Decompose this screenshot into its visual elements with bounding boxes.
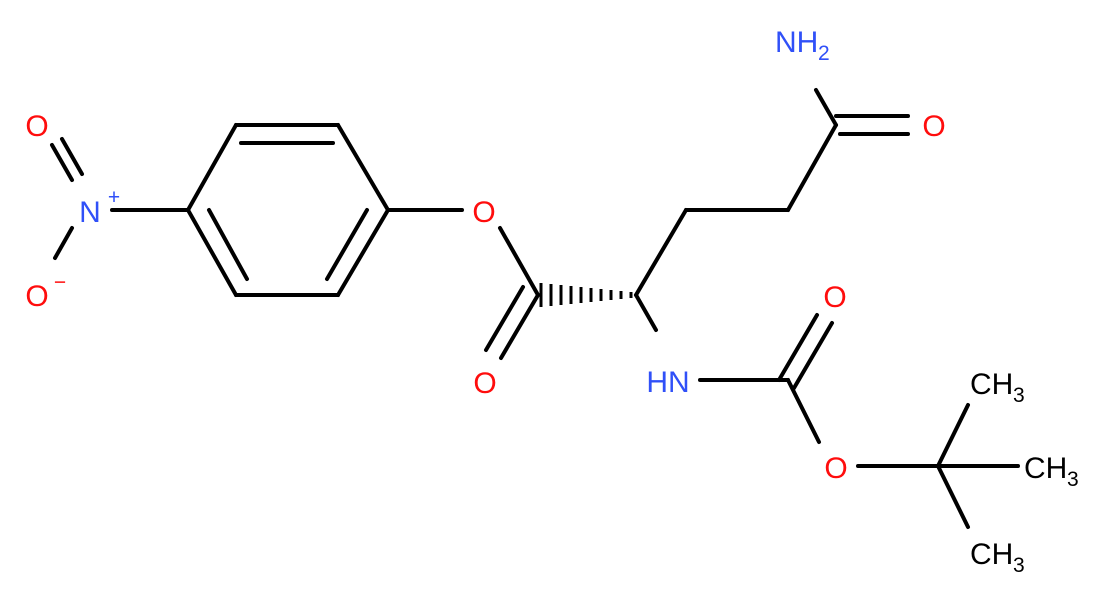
bond-ring-6 (186, 208, 238, 297)
bond-ring-3 (336, 123, 390, 212)
boc-carbonyl-oxygen: O (823, 281, 846, 314)
bond-carbamate-o-double (792, 321, 834, 390)
hashed-wedge-bond (539, 283, 633, 307)
bond-ester-carbonyl (499, 293, 540, 360)
nitro-nitrogen-charge: + (108, 186, 120, 209)
bond-ester-carbonyl-double (484, 285, 525, 352)
amide-nh2-subscript: 2 (818, 42, 830, 65)
ester-carbonyl-oxygen: O (473, 367, 496, 400)
methyl-3-label: CH (970, 538, 1013, 571)
bond-nitro-o-top (50, 143, 74, 182)
bond-ring-6-inner (207, 208, 249, 281)
boc-ether-oxygen: O (824, 452, 847, 485)
bond-nitro-o-minus (53, 226, 74, 260)
bond-tbutyl-methyl-3 (936, 464, 970, 529)
bond-carbamate-ether-o (786, 378, 821, 444)
bond-tbutyl-methyl-1 (936, 403, 970, 468)
ester-oxygen: O (472, 196, 495, 229)
nitro-oxygen-top: O (25, 110, 48, 143)
amide-oxygen: O (922, 110, 945, 143)
methyl-1-label: CH (970, 368, 1013, 401)
amide-nh2-label: NH (775, 26, 818, 59)
bond-alpha-beta (634, 208, 688, 297)
bond-gamma-amide-c (786, 123, 838, 212)
methyl-2-label: CH (1024, 452, 1067, 485)
bond-carbamate-o (777, 313, 819, 382)
nitro-oxygen-charge: − (54, 271, 66, 294)
bond-alpha-nh (634, 293, 658, 332)
methyl-3-subscript: 3 (1013, 554, 1025, 577)
methyl-2-subscript: 3 (1067, 468, 1079, 491)
methyl-1-subscript: 3 (1013, 384, 1025, 407)
amine-nh-label: HN (646, 366, 689, 399)
bond-ester-o-carbon (498, 226, 540, 297)
bond-nitro-o-top-double (60, 137, 84, 176)
nitro-nitrogen: N (79, 196, 101, 229)
nitro-oxygen-minus: O (25, 280, 48, 313)
bond-amide-n (814, 88, 838, 127)
bond-ring-1 (186, 123, 238, 212)
bond-ring-4 (336, 208, 390, 297)
bond-ring-4-inner (325, 208, 369, 281)
